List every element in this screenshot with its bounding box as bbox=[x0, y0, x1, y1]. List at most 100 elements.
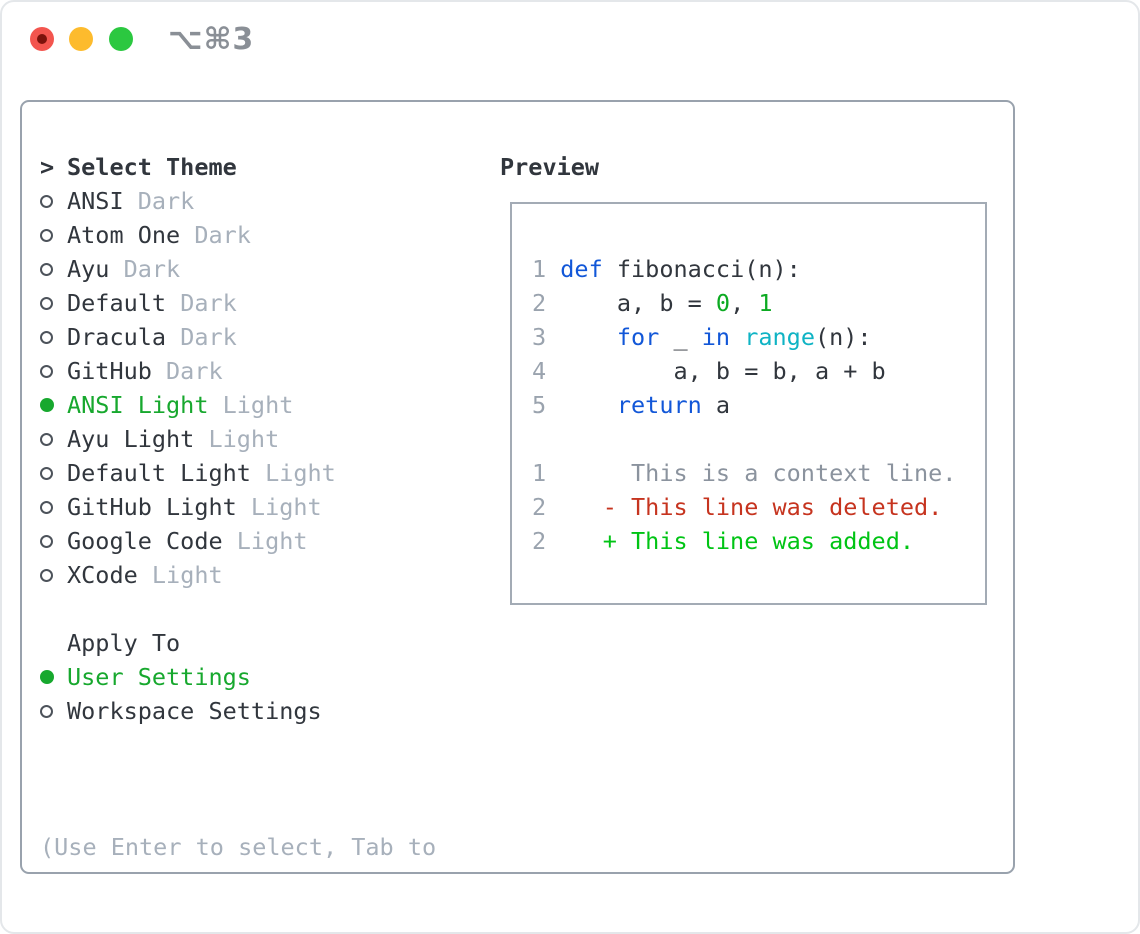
line-number: 3 bbox=[532, 323, 547, 351]
code-token-builtin: range bbox=[744, 323, 815, 351]
theme-variant-badge: Light bbox=[250, 459, 336, 487]
radio-unselected-icon bbox=[40, 262, 53, 276]
apply-to-option[interactable]: Workspace Settings bbox=[40, 694, 490, 728]
line-number: 5 bbox=[532, 391, 547, 419]
theme-option[interactable]: XCode Light bbox=[40, 558, 490, 592]
preview-code-line bbox=[532, 422, 985, 456]
code-token-del: - This line was deleted. bbox=[560, 493, 943, 521]
minimize-button-icon[interactable] bbox=[69, 27, 93, 51]
theme-variant-badge: Light bbox=[137, 561, 223, 589]
theme-name: Ayu Light bbox=[67, 425, 195, 453]
radio-unselected-icon bbox=[40, 704, 53, 718]
theme-option[interactable]: ANSI Dark bbox=[40, 184, 490, 218]
code-token-add: + This line was added. bbox=[560, 527, 914, 555]
code-token-num: 0 bbox=[715, 289, 731, 317]
keyboard-hint: (Use Enter to select, Tab to change focu… bbox=[40, 762, 490, 932]
select-theme-title: Select Theme bbox=[67, 153, 237, 181]
line-number: 1 bbox=[532, 459, 547, 487]
radio-selected-icon bbox=[40, 398, 54, 412]
line-number: 4 bbox=[532, 357, 547, 385]
select-theme-header: > Select Theme bbox=[40, 150, 490, 184]
theme-option[interactable]: GitHub Light Light bbox=[40, 490, 490, 524]
preview-code-line: 2 + This line was added. bbox=[532, 524, 985, 558]
apply-option-label: User Settings bbox=[67, 663, 251, 691]
preview-code-line: 4 a, b = b, a + b bbox=[532, 354, 985, 388]
apply-to-option[interactable]: User Settings bbox=[40, 660, 490, 694]
theme-name: Ayu bbox=[67, 255, 110, 283]
theme-option[interactable]: Google Code Light bbox=[40, 524, 490, 558]
theme-variant-badge: Light bbox=[222, 527, 308, 555]
line-number: 2 bbox=[532, 527, 547, 555]
theme-name: GitHub bbox=[67, 357, 152, 385]
hint-line-1: (Use Enter to select, Tab to bbox=[40, 833, 437, 861]
code-token-kw: for bbox=[616, 323, 660, 351]
close-button-dot bbox=[37, 34, 47, 44]
close-button-icon[interactable] bbox=[30, 27, 54, 51]
theme-name: Default bbox=[67, 289, 167, 317]
code-token-num: 1 bbox=[758, 289, 773, 317]
code-token-plain: fibonacci(n): bbox=[602, 255, 801, 283]
radio-unselected-icon bbox=[40, 500, 53, 514]
theme-variant-badge: Light bbox=[194, 425, 280, 453]
radio-unselected-icon bbox=[40, 364, 53, 378]
theme-option[interactable]: ANSI Light Light bbox=[40, 388, 490, 422]
radio-unselected-icon bbox=[40, 466, 53, 480]
theme-name: ANSI Light bbox=[67, 391, 209, 419]
line-number: 2 bbox=[532, 493, 547, 521]
code-token-plain: a, b = bbox=[560, 289, 716, 317]
preview-code-line: 5 return a bbox=[532, 388, 985, 422]
apply-to-title: Apply To bbox=[67, 629, 181, 657]
code-token-plain: , bbox=[730, 289, 759, 317]
preview-code-line: 3 for _ in range(n): bbox=[532, 320, 985, 354]
preview-code-line: 1 This is a context line. bbox=[532, 456, 985, 490]
radio-unselected-icon bbox=[40, 228, 53, 242]
preview-code-line: 2 a, b = 0, 1 bbox=[532, 286, 985, 320]
code-token-plain bbox=[730, 323, 744, 351]
theme-name: Atom One bbox=[67, 221, 181, 249]
code-token-kw: def bbox=[560, 255, 603, 283]
prompt-caret-icon: > bbox=[40, 153, 55, 181]
radio-unselected-icon bbox=[40, 568, 53, 582]
code-token-kw: in bbox=[701, 323, 731, 351]
theme-name: Dracula bbox=[67, 323, 167, 351]
theme-option[interactable]: Default Light Light bbox=[40, 456, 490, 490]
code-token-kw: return bbox=[616, 391, 702, 419]
radio-unselected-icon bbox=[40, 330, 53, 344]
theme-option[interactable]: Atom One Dark bbox=[40, 218, 490, 252]
theme-option[interactable]: Dracula Dark bbox=[40, 320, 490, 354]
window-shortcut-label: ⌥⌘3 bbox=[168, 22, 255, 57]
radio-unselected-icon bbox=[40, 534, 53, 548]
theme-option[interactable]: GitHub Dark bbox=[40, 354, 490, 388]
theme-name: Google Code bbox=[67, 527, 223, 555]
code-token-plain bbox=[560, 323, 617, 351]
code-token-plain bbox=[560, 391, 617, 419]
theme-option[interactable]: Ayu Dark bbox=[40, 252, 490, 286]
theme-variant-badge: Dark bbox=[180, 221, 251, 249]
code-token-plain: a, b = b, a + b bbox=[560, 357, 886, 385]
theme-variant-badge: Dark bbox=[109, 255, 181, 283]
code-token-plain: _ bbox=[659, 323, 702, 351]
preview-code-line: 2 - This line was deleted. bbox=[532, 490, 985, 524]
preview-title: Preview bbox=[500, 153, 600, 181]
theme-variant-badge: Light bbox=[236, 493, 322, 521]
zoom-button-icon[interactable] bbox=[109, 27, 133, 51]
theme-name: Default Light bbox=[67, 459, 251, 487]
theme-variant-badge: Dark bbox=[166, 323, 237, 351]
line-number: 2 bbox=[532, 289, 547, 317]
theme-variant-badge: Dark bbox=[123, 187, 195, 215]
code-token-plain: (n): bbox=[814, 323, 872, 351]
apply-option-label: Workspace Settings bbox=[67, 697, 322, 725]
radio-unselected-icon bbox=[40, 432, 53, 446]
theme-variant-badge: Dark bbox=[166, 289, 237, 317]
theme-variant-badge: Dark bbox=[151, 357, 223, 385]
theme-option[interactable]: Default Dark bbox=[40, 286, 490, 320]
theme-option[interactable]: Ayu Light Light bbox=[40, 422, 490, 456]
theme-name: GitHub Light bbox=[67, 493, 237, 521]
